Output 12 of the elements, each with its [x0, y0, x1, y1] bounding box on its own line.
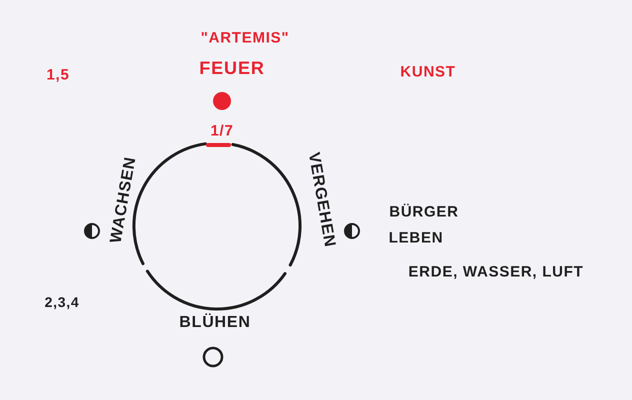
- label-text: VERGEHEN: [304, 151, 338, 249]
- label-text: FEUER: [199, 59, 265, 77]
- label-text: 2,3,4: [44, 295, 80, 309]
- label-text: KUNST: [400, 64, 456, 80]
- label-text: "ARTEMIS": [200, 30, 290, 46]
- label-text: ERDE, WASSER, LUFT: [408, 264, 584, 280]
- label-text: 1/7: [210, 124, 234, 138]
- label-text: 1,5: [46, 68, 70, 82]
- label-text: LEBEN: [388, 230, 444, 246]
- label-text: BLÜHEN: [179, 315, 251, 331]
- label-text: BÜRGER: [389, 204, 459, 220]
- label-text: WACHSEN: [108, 156, 140, 244]
